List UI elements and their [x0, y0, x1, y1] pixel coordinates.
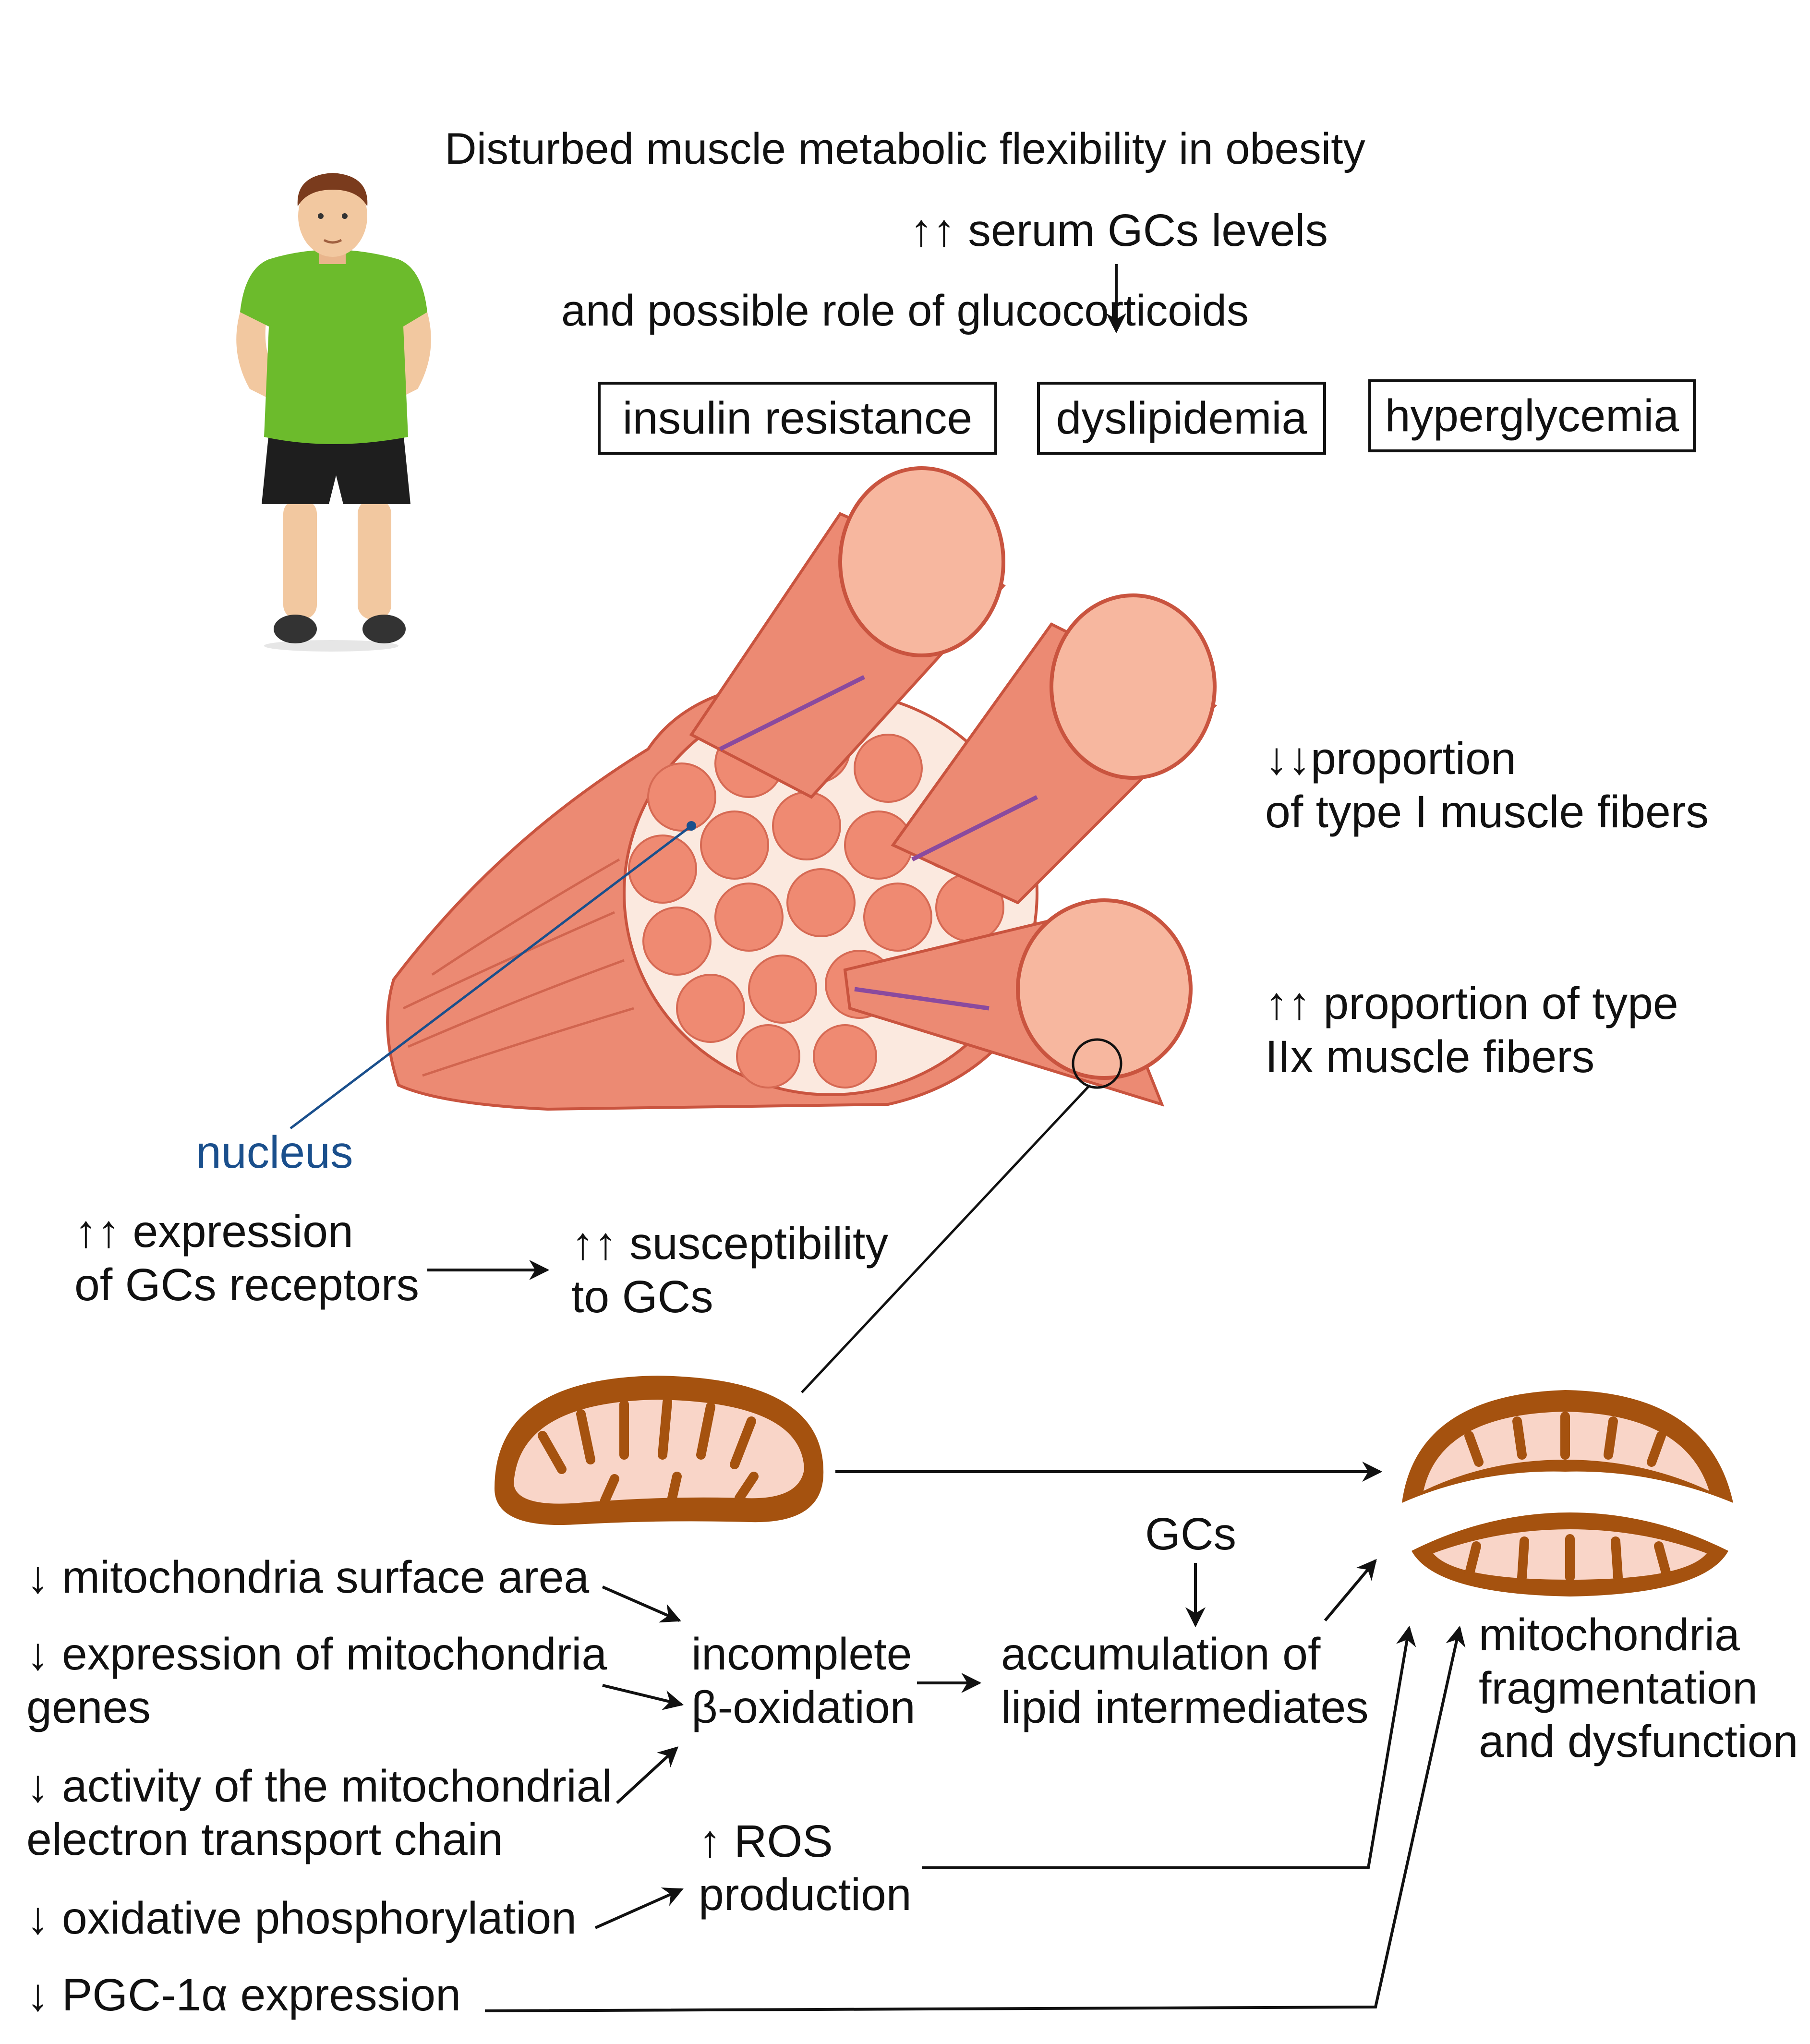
gc-receptors-label: ↑↑ expression of GCs receptors — [74, 1206, 420, 1311]
insulin-resistance-box: insulin resistance — [598, 382, 997, 455]
gc-susceptibility-label: ↑↑ susceptibility to GCs — [571, 1218, 888, 1323]
arrow-surface-incomplete — [602, 1585, 681, 1623]
arrow-oxphos-ros — [594, 1887, 684, 1929]
lipid-accumulation-label: accumulation of lipid intermediates — [1001, 1629, 1369, 1733]
arrow-accumulation-mito — [1324, 1559, 1377, 1621]
serum-gcs-label: ↑↑ serum GCs levels — [910, 205, 1328, 256]
muscle-fiber-bottom-icon — [843, 898, 1193, 1107]
oxphos-label: ↓ oxidative phosphorylation — [26, 1893, 577, 1944]
mito-fragmentation-label: mitochondria fragmentation and dysfuncti… — [1479, 1609, 1798, 1767]
zoom-line — [801, 1084, 1091, 1393]
ros-production-label: ↑ ROS production — [699, 1816, 912, 1921]
nucleus-label: nucleus — [196, 1127, 353, 1178]
arrow-pgc-fragmentation — [484, 1625, 1466, 2012]
type-1-fibers-label: ↓↓proportion of type I muscle fibers — [1265, 733, 1709, 838]
type-2x-fibers-label: ↑↑ proportion of type IIx muscle fibers — [1265, 978, 1678, 1083]
obese-person-icon — [236, 173, 431, 652]
muscle-fiber-top-icon — [689, 466, 1006, 799]
hyperglycemia-box: hyperglycemia — [1368, 379, 1696, 452]
diagram-title: Disturbed muscle metabolic flexibility i… — [0, 14, 1810, 446]
nucleus-pointer-line — [290, 825, 692, 1129]
arrow-genes-incomplete — [602, 1684, 684, 1710]
mitochondrion-fragmented-icon — [1402, 1390, 1733, 1596]
arrow-etc-incomplete — [615, 1746, 679, 1804]
etc-activity-label: ↓ activity of the mitochondrial electron… — [26, 1761, 612, 1865]
incomplete-oxidation-label: incomplete β-oxidation — [691, 1629, 916, 1733]
muscle-cross-section-icon — [386, 466, 1218, 1111]
pgc-label: ↓ PGC-1α expression — [26, 1970, 461, 2020]
title-line-2: and possible role of glucocorticoids — [561, 286, 1249, 336]
mito-surface-label: ↓ mitochondria surface area — [26, 1552, 590, 1603]
arrow-ros-fragmentation — [922, 1625, 1416, 1869]
gcs-label: GCs — [1145, 1509, 1236, 1560]
dyslipidemia-box: dyslipidemia — [1037, 382, 1326, 455]
mitochondrion-intact-icon — [495, 1376, 824, 1525]
muscle-fiber-middle-icon — [891, 593, 1218, 905]
title-line-1: Disturbed muscle metabolic flexibility i… — [445, 124, 1365, 174]
mito-genes-label: ↓ expression of mitochondria genes — [26, 1629, 607, 1733]
